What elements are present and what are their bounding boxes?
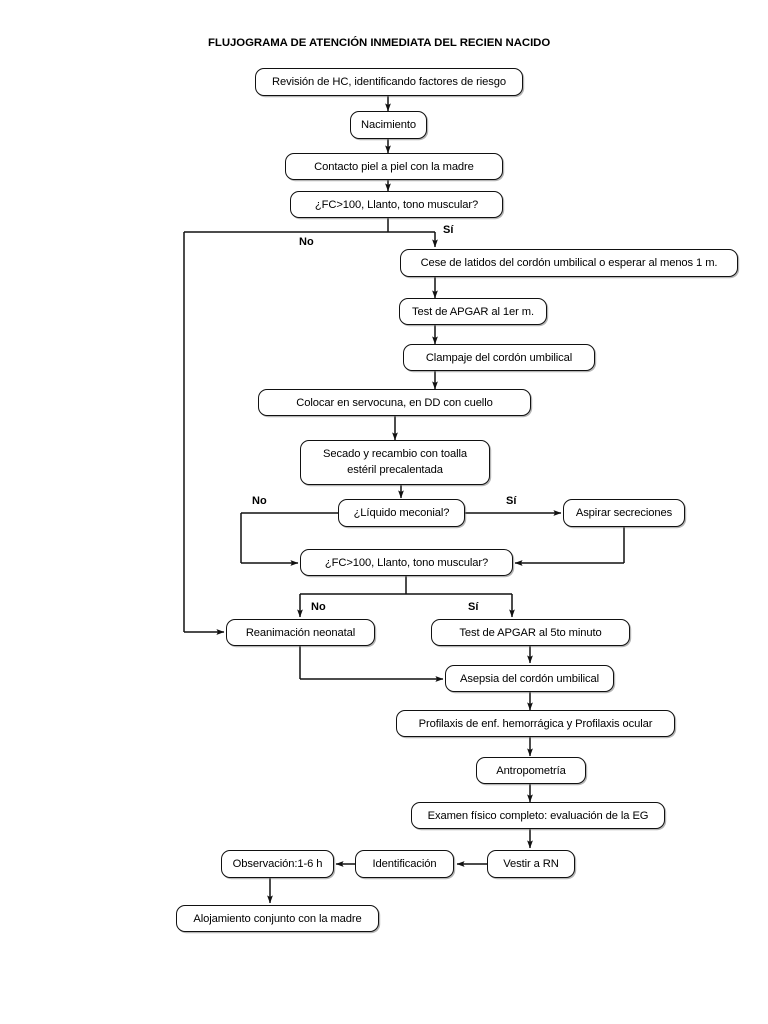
edge-label-si-1: Sí [443,224,454,236]
node-nacimiento[interactable]: Nacimiento [350,111,427,139]
node-vestir-rn[interactable]: Vestir a RN [487,850,575,878]
node-decision-fc-2[interactable]: ¿FC>100, Llanto, tono muscular? [300,549,513,576]
node-decision-fc-1[interactable]: ¿FC>100, Llanto, tono muscular? [290,191,503,218]
diagram-title: FLUJOGRAMA DE ATENCIÓN INMEDIATA DEL REC… [208,37,551,49]
node-contacto-piel[interactable]: Contacto piel a piel con la madre [285,153,503,180]
node-reanimacion-neonatal[interactable]: Reanimación neonatal [226,619,375,646]
node-observacion[interactable]: Observación:1-6 h [221,850,334,878]
node-aspirar-secreciones[interactable]: Aspirar secreciones [563,499,685,527]
node-colocar-servocuna[interactable]: Colocar en servocuna, en DD con cuello [258,389,531,416]
node-antropometria[interactable]: Antropometría [476,757,586,784]
node-alojamiento-conjunto[interactable]: Alojamiento conjunto con la madre [176,905,379,932]
node-secado-line-1: Secado y recambio con toalla [323,448,467,461]
edge-label-si-3: Sí [468,601,479,613]
edge-label-no-2: No [252,495,267,507]
node-secado-recambio[interactable]: Secado y recambio con toalla estéril pre… [300,440,490,485]
node-revision-hc[interactable]: Revisión de HC, identificando factores d… [255,68,523,96]
node-identificacion[interactable]: Identificación [355,850,454,878]
node-secado-line-2: estéril precalentada [347,463,443,476]
node-cese-latidos[interactable]: Cese de latidos del cordón umbilical o e… [400,249,738,277]
node-asepsia-cordon[interactable]: Asepsia del cordón umbilical [445,665,614,692]
node-examen-fisico[interactable]: Examen físico completo: evaluación de la… [411,802,665,829]
edge-label-no-3: No [311,601,326,613]
edge-label-si-2: Sí [506,495,517,507]
node-test-apgar-5to[interactable]: Test de APGAR al 5to minuto [431,619,630,646]
node-decision-liquido-meconial[interactable]: ¿Líquido meconial? [338,499,465,527]
node-test-apgar-1er[interactable]: Test de APGAR al 1er m. [399,298,547,325]
node-clampaje-cordon[interactable]: Clampaje del cordón umbilical [403,344,595,371]
node-profilaxis[interactable]: Profilaxis de enf. hemorrágica y Profila… [396,710,675,737]
edge-label-no-1: No [299,236,314,248]
